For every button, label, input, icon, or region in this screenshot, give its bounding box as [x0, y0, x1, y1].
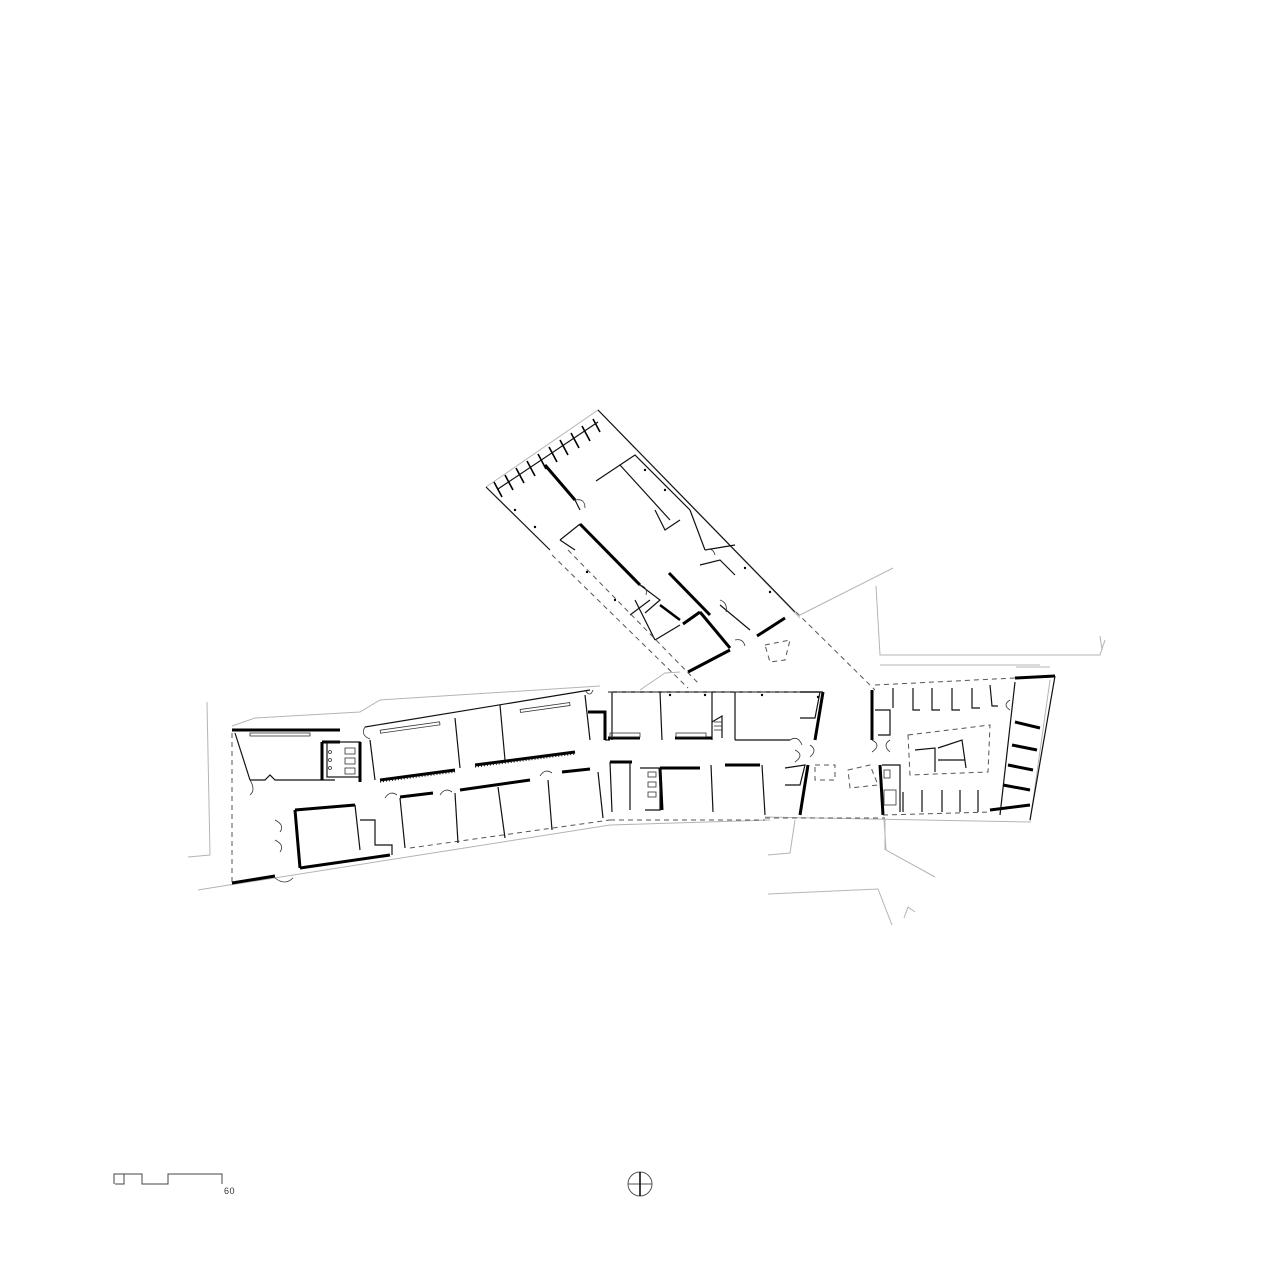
scale-bar-label: 60 [224, 1186, 236, 1196]
circle-crosshair-north-icon [627, 1171, 653, 1197]
east-block [870, 674, 1056, 821]
toilet-block-west [326, 741, 362, 782]
stair [714, 721, 722, 731]
louver-fins [493, 418, 601, 498]
west-wing [231, 689, 885, 885]
central-block [608, 691, 821, 816]
junction-entry [814, 764, 879, 789]
site-context-lines [187, 567, 1106, 926]
scale-bar [113, 1173, 223, 1185]
north-wing [485, 409, 876, 691]
